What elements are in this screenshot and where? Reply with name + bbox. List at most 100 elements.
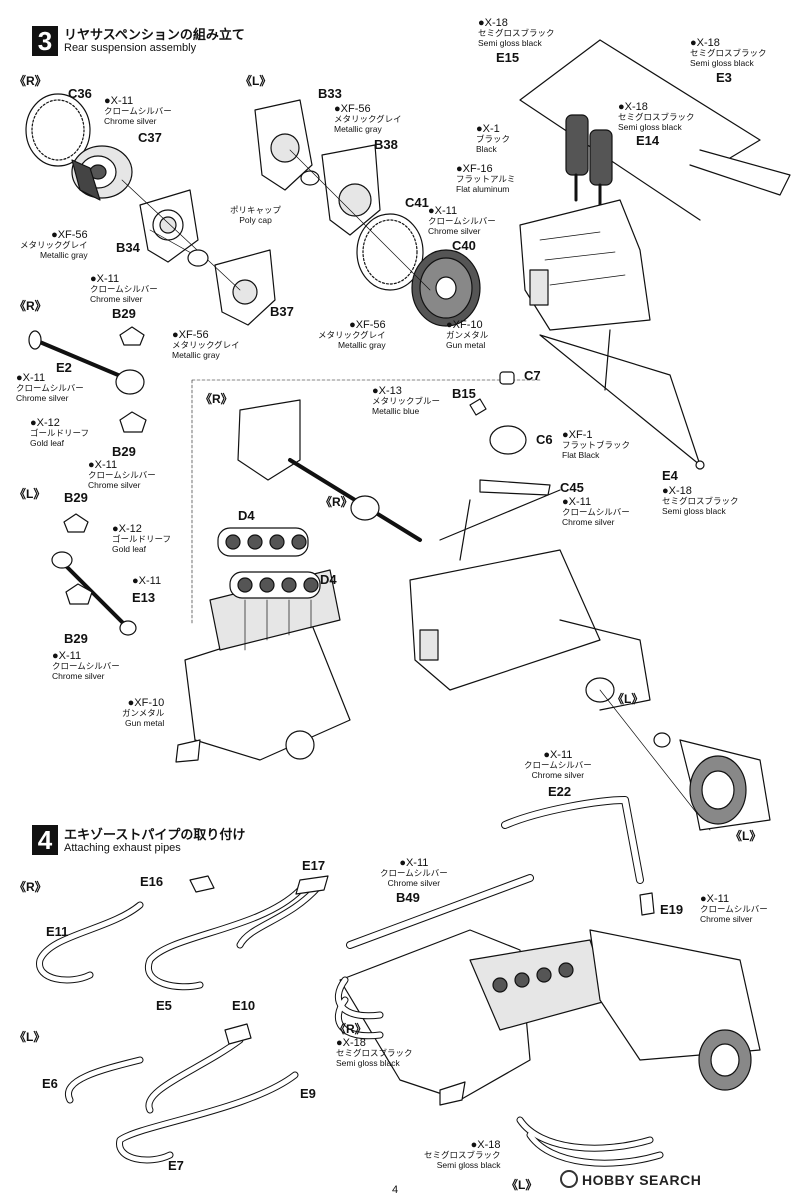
- c6-mount: [469, 371, 527, 455]
- part-e6: E6: [42, 1076, 58, 1091]
- step-3-title-en: Rear suspension assembly: [64, 42, 197, 54]
- step-3-title-jp: リヤサスペンションの組み立て: [64, 27, 245, 42]
- c40-hub: [411, 249, 481, 327]
- part-e9: E9: [300, 1086, 316, 1101]
- poly-cap: [187, 249, 209, 267]
- paint-metallic-gray: ●XF-56 メタリックグレイ Metallic gray: [20, 229, 88, 261]
- paint-semi-gloss-black: ●X-18 セミグロスブラック Semi gloss black: [424, 1139, 501, 1171]
- paint-flat-black: ●XF-1 フラットブラック Flat Black: [562, 429, 631, 461]
- paint-chrome-silver: ●X-11 クロームシルバー Chrome silver: [428, 205, 496, 237]
- c36-brake-disc: [25, 93, 91, 167]
- step-4-number: 4: [32, 825, 58, 855]
- exhaust-engine-assembly: [339, 929, 761, 1106]
- part-b29: B29: [64, 490, 88, 505]
- part-c7: C7: [524, 368, 541, 383]
- part-e11: E11: [46, 924, 69, 939]
- part-b29: B29: [112, 306, 136, 321]
- part-e2: E2: [56, 360, 72, 375]
- paint-metallic-gray: ●XF-56 メタリックグレイ Metallic gray: [318, 319, 386, 351]
- paint-semi-gloss-black: ●X-18 セミグロスブラック Semi gloss black: [336, 1037, 413, 1069]
- watermark-logo: HOBBY SEARCH: [560, 1170, 701, 1188]
- part-e14: E14: [636, 133, 660, 148]
- side-marker-l: 《L》: [612, 692, 644, 706]
- part-e15: E15: [496, 50, 520, 65]
- hobby-search-logo-icon: [560, 1170, 578, 1188]
- paint-chrome-silver: ●X-11 クロームシルバー Chrome silver: [90, 273, 158, 305]
- page-number: 4: [392, 1184, 399, 1196]
- paint-black: ●X-1 ブラック Black: [476, 123, 511, 155]
- watermark-text: HOBBY SEARCH: [582, 1172, 702, 1188]
- paint-gold-leaf: ●X-12 ゴールドリーフ Gold leaf: [112, 523, 171, 555]
- side-marker-r: 《R》: [200, 392, 233, 406]
- part-b15: B15: [452, 386, 476, 401]
- paint-gold-leaf: ●X-12 ゴールドリーフ Gold leaf: [30, 417, 89, 449]
- b38-upright: [321, 144, 381, 236]
- c41-brake-disc: [356, 213, 424, 291]
- e4-lower-arm: [539, 329, 705, 470]
- side-marker-l: 《L》: [506, 1178, 538, 1192]
- side-marker-r: 《R》: [320, 495, 353, 509]
- spring-dampers: [565, 114, 613, 207]
- paint-gun-metal: ●XF-10 ガンメタル Gun metal: [122, 697, 165, 729]
- part-b29: B29: [64, 631, 88, 646]
- paint-semi-gloss-black: ●X-18 セミグロスブラック Semi gloss black: [478, 17, 555, 49]
- paint-semi-gloss-black: ●X-18 セミグロスブラック Semi gloss black: [618, 101, 695, 133]
- part-c36: C36: [68, 86, 92, 101]
- paint-gun-metal: ●XF-10 ガンメタル Gun metal: [446, 319, 489, 351]
- paint-chrome-silver: ●X-11 クロームシルバー Chrome silver: [16, 372, 84, 404]
- paint-metallic-gray: ●XF-56 メタリックグレイ Metallic gray: [334, 103, 402, 135]
- paint-chrome-silver: ●X-11 クロームシルバー Chrome silver: [88, 459, 156, 491]
- part-c40: C40: [452, 238, 476, 253]
- part-e4: E4: [662, 468, 678, 483]
- paint-metallic-blue: ●X-13 メタリックブルー Metallic blue: [372, 385, 441, 417]
- e13-driveshaft: [51, 551, 137, 636]
- part-c37: C37: [138, 130, 162, 145]
- side-marker-r: 《R》: [334, 1022, 367, 1036]
- part-e17: E17: [302, 858, 326, 873]
- step-4-title-jp: エキゾーストパイプの取り付け: [64, 827, 246, 842]
- step-4-title-en: Attaching exhaust pipes: [64, 842, 181, 854]
- part-e16: E16: [140, 874, 164, 889]
- step-3-number: 3: [32, 26, 58, 56]
- paint-chrome-silver: ●X-11 クロームシルバー Chrome silver: [104, 95, 172, 127]
- e3-rear-frame: [519, 39, 791, 221]
- part-e13: E13: [132, 590, 156, 605]
- part-e5: E5: [156, 998, 172, 1013]
- c37-hub: [71, 145, 133, 201]
- part-b49: B49: [396, 890, 420, 905]
- side-marker-l: 《L》: [14, 487, 46, 501]
- part-c6: C6: [536, 432, 553, 447]
- part-e10: E10: [232, 998, 256, 1013]
- paint-semi-gloss-black: ●X-18 セミグロスブラック Semi gloss black: [690, 37, 767, 69]
- part-b33: B33: [318, 86, 342, 101]
- part-e19: E19: [660, 902, 684, 917]
- paint-semi-gloss-black: ●X-18 セミグロスブラック Semi gloss black: [662, 485, 739, 517]
- side-marker-r: 《R》: [14, 74, 47, 88]
- paint-chrome-silver: ●X-11 クロームシルバー Chrome silver: [562, 496, 630, 528]
- paint-chrome-silver: ●X-11 クロームシルバー Chrome silver: [700, 893, 768, 925]
- gearbox-top: [519, 199, 651, 331]
- b34-upright: [139, 189, 199, 263]
- paint-metallic-gray: ●XF-56 メタリックグレイ Metallic gray: [172, 329, 240, 361]
- side-marker-r: 《R》: [14, 299, 47, 313]
- e5-e17-exhaust-r: [144, 881, 324, 991]
- e2-driveshaft: [28, 330, 145, 395]
- paint-flat-aluminum: ●XF-16 フラットアルミ Flat aluminum: [456, 163, 516, 195]
- engine-block: [175, 569, 351, 763]
- b33-upright: [254, 99, 313, 191]
- e6-e9-e7-exhaust-l: [65, 1036, 299, 1164]
- side-marker-l: 《L》: [730, 829, 762, 843]
- poly-cap-label: ポリキャップ Poly cap: [230, 205, 282, 225]
- side-marker-l: 《L》: [240, 74, 272, 88]
- part-d4: D4: [320, 572, 337, 587]
- paint-chrome-silver: ●X-11 クロームシルバー Chrome silver: [52, 650, 120, 682]
- part-b29: B29: [112, 444, 136, 459]
- side-marker-r: 《R》: [14, 880, 47, 894]
- paint-chrome-silver-short: ●X-11: [132, 575, 162, 587]
- paint-chrome-silver: ●X-11 クロームシルバー Chrome silver: [524, 749, 592, 781]
- part-b38: B38: [374, 137, 398, 152]
- b37-upright: [214, 249, 276, 326]
- part-b34: B34: [116, 240, 140, 255]
- side-marker-l: 《L》: [14, 1030, 46, 1044]
